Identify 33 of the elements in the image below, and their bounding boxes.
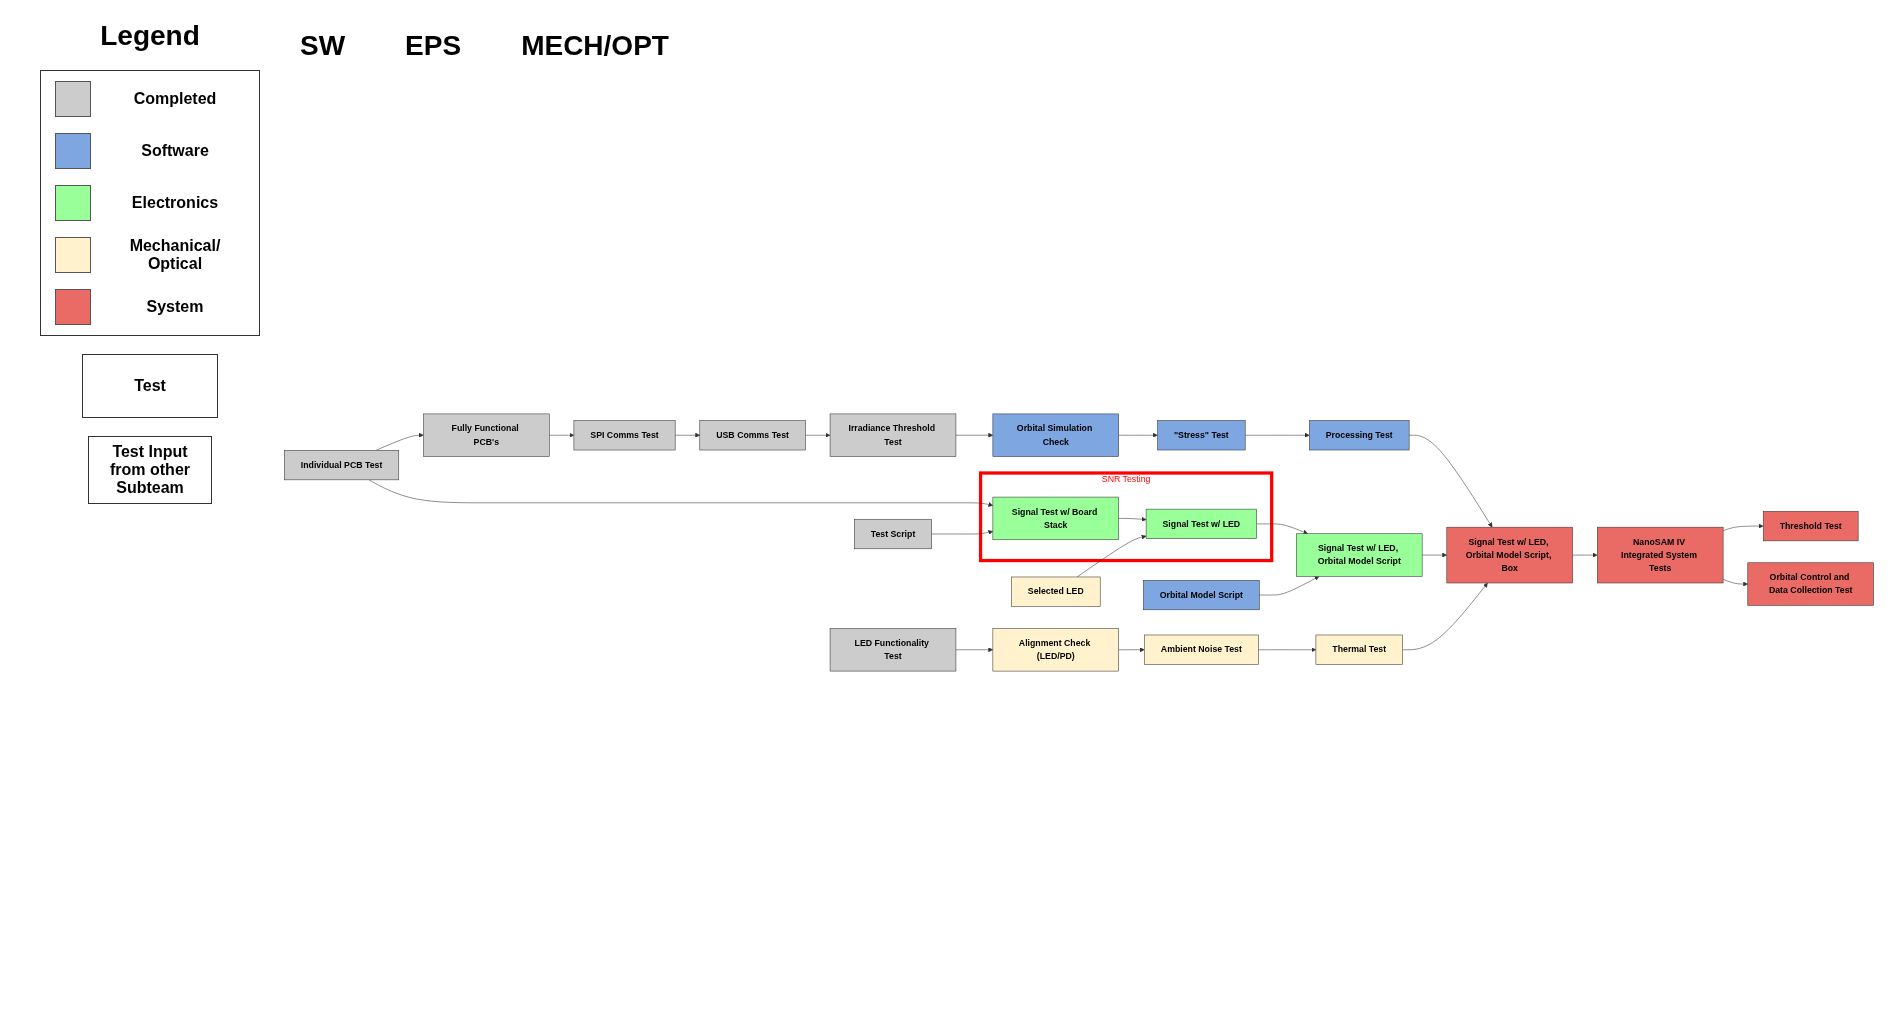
- legend-text: Mechanical/ Optical: [128, 237, 222, 273]
- node-box: Threshold Test: [1762, 511, 1859, 542]
- node-box: Ambient Noise Test: [1144, 634, 1259, 665]
- legend-sample-box: Test: [82, 354, 218, 418]
- node-box: Signal Test w/ Board Stack: [992, 496, 1119, 541]
- node-box: Signal Test w/ LED: [1145, 508, 1257, 539]
- node-box: Irradiance Threshold Test: [829, 413, 957, 457]
- section-heading: MECH/OPT: [521, 30, 669, 62]
- node-box: Test Script: [854, 518, 932, 550]
- section-heading: SW: [300, 30, 346, 62]
- node-box: USB Comms Test: [699, 420, 806, 451]
- section-heading: Legend: [100, 20, 200, 52]
- node-box: Fully Functional PCB's: [423, 413, 550, 457]
- legend-text: Electronics: [130, 194, 220, 212]
- node-box: Orbital Control and Data Collection Test: [1747, 562, 1874, 606]
- node-box: LED Functionality Test: [829, 628, 957, 672]
- node-box: Signal Test w/ LED, Orbital Model Script: [1296, 533, 1423, 577]
- legend-text: Software: [140, 142, 210, 160]
- legend-text: System: [145, 298, 205, 316]
- node-box: Thermal Test: [1315, 634, 1403, 665]
- node-box: Orbital Simulation Check: [992, 413, 1119, 457]
- node-box: Signal Test w/ LED, Orbital Model Script, Box: [1446, 526, 1573, 584]
- node-box: Selected LED: [1011, 576, 1101, 607]
- node-box: Individual PCB Test: [284, 450, 400, 481]
- node-box: "Stress" Test: [1157, 420, 1246, 451]
- node-box: Alignment Check (LED/PD): [992, 628, 1119, 672]
- node-box: SPI Comms Test: [573, 420, 676, 451]
- node-box: Processing Test: [1309, 420, 1410, 451]
- node-box: NanoSAM IV Integrated System Tests: [1597, 526, 1724, 584]
- node-box: Orbital Model Script: [1143, 580, 1260, 611]
- legend-sample-box: Test Input from other Subteam: [88, 436, 212, 504]
- legend-text: Completed: [132, 90, 218, 108]
- section-heading: EPS: [405, 30, 462, 62]
